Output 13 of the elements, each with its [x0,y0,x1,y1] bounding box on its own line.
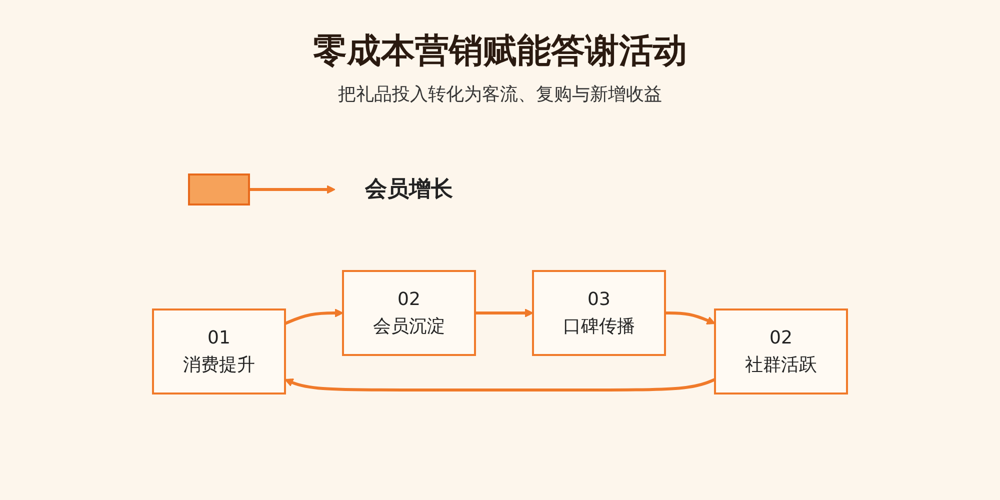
node-text: 会员增长 [365,177,453,202]
node-box: 02 社群活跃 [714,308,848,395]
node-box [188,174,250,206]
arrow [475,308,534,318]
title: 零成本营销赋能答谢活动 [312,30,688,73]
arrow [284,378,716,392]
node-box: 01 消费提升 [152,308,286,395]
arrow [665,312,716,325]
subtitle: 把礼品投入转化为客流、复购与新增收益 [337,83,663,106]
arrow [249,185,336,194]
arrow [284,308,344,326]
node-box: 02 会员沉淀 [342,270,476,356]
node-box: 03 口碑传播 [532,270,666,356]
